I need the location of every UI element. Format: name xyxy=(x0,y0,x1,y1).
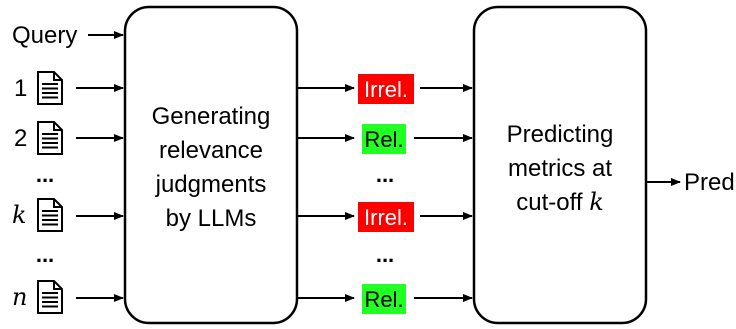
judgment-badge-rel xyxy=(362,284,406,314)
box1-line-4: by LLMs xyxy=(166,205,257,232)
judgment-ellipsis-2: ... xyxy=(376,242,394,267)
judgment-badge-irrel xyxy=(358,202,414,232)
box1-line-3: judgments xyxy=(155,171,267,198)
document-icon xyxy=(37,280,63,314)
document-icon xyxy=(37,71,63,105)
document-icon xyxy=(37,121,63,155)
doc-ellipsis-2: ... xyxy=(36,242,54,267)
judgment-badge-rel xyxy=(362,124,406,154)
judgment-label-4: Rel. xyxy=(364,287,403,312)
judgment-ellipsis-1: ... xyxy=(376,162,394,187)
output-label: Pred. xyxy=(684,169,736,196)
doc-number-k: k xyxy=(12,201,27,229)
document-icon xyxy=(37,198,63,232)
box1-line-2: relevance xyxy=(159,137,263,164)
metric-prediction-box xyxy=(472,5,648,325)
doc-number-2: 2 xyxy=(14,125,27,152)
doc-number-n: n xyxy=(12,283,27,311)
box2-line-2: metrics at xyxy=(508,155,612,182)
box2-line-1: Predicting xyxy=(507,121,614,148)
doc-number-1: 1 xyxy=(14,75,27,102)
box2-line-3: cut-off k xyxy=(516,188,603,216)
query-label: Query xyxy=(12,22,77,49)
llm-judgment-box xyxy=(123,5,299,325)
box1-line-1: Generating xyxy=(152,103,271,130)
judgment-label-3: Irrel. xyxy=(364,205,408,230)
judgment-label-1: Irrel. xyxy=(364,77,408,102)
judgment-badge-irrel xyxy=(358,74,414,104)
judgment-label-2: Rel. xyxy=(364,127,403,152)
doc-ellipsis-1: ... xyxy=(36,162,54,187)
